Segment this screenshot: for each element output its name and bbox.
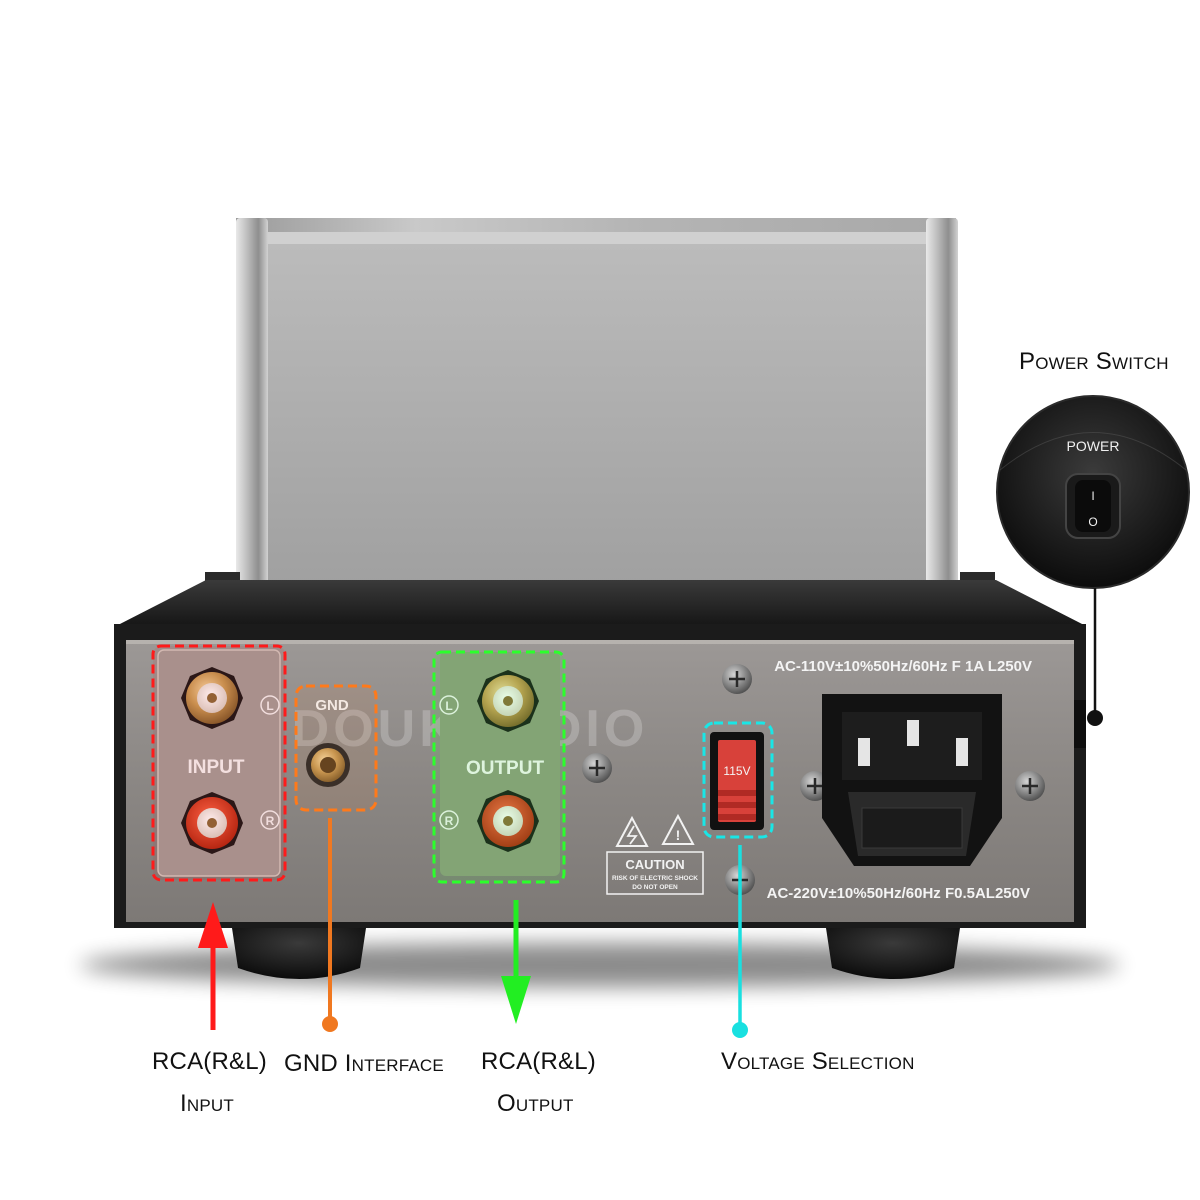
left-channel-marker	[260, 695, 280, 715]
iec-power-inlet	[822, 694, 1002, 866]
input-right-label: R	[266, 814, 275, 828]
rca-input-jacks: INPUT L R	[157, 649, 281, 877]
gnd-binding-post[interactable]	[306, 743, 350, 787]
power-switch-label: Power Switch	[1019, 348, 1169, 375]
gnd-label: GND	[315, 697, 349, 714]
output-jack-right[interactable]	[477, 790, 539, 852]
gnd-terminal: GND	[306, 697, 350, 787]
transformer-cover	[236, 218, 958, 638]
gnd-interface-label: GND Interface	[284, 1050, 444, 1077]
screw-icon	[1015, 771, 1045, 801]
output-right-marker	[439, 810, 459, 830]
voltage-callout-dot	[732, 1022, 748, 1038]
gnd-highlight-box	[294, 684, 378, 812]
voltage-selector-switch[interactable]: 115V	[710, 732, 764, 830]
screw-icon	[722, 664, 752, 694]
input-label: INPUT	[188, 757, 245, 778]
right-channel-marker	[260, 810, 280, 830]
switch-on-mark: I	[1091, 489, 1094, 503]
rca-input-label-line2: Input	[180, 1090, 234, 1117]
caution-line-2: DO NOT OPEN	[632, 884, 678, 891]
power-inset-label: POWER	[1067, 438, 1120, 454]
caution-line-1: RISK OF ELECTRIC SHOCK	[612, 875, 698, 882]
output-jack-left[interactable]	[477, 670, 539, 732]
rca-output-label-line1: RCA(R&L)	[481, 1048, 596, 1075]
output-label: OUTPUT	[466, 758, 545, 779]
voltage-selection-label: Voltage Selection	[721, 1048, 915, 1075]
voltage-highlight-box	[702, 721, 774, 839]
ac-110v-rating: AC-110V±10%50Hz/60Hz F 1A L250V	[774, 658, 1032, 675]
input-left-label: L	[266, 699, 273, 713]
power-callout-dot	[1087, 710, 1103, 726]
gnd-callout-dot	[322, 1016, 338, 1032]
screw-icon	[582, 753, 612, 783]
power-switch-inset: POWER I O	[996, 395, 1190, 589]
ac-220v-rating: AC-220V±10%50Hz/60Hz F0.5AL250V	[767, 885, 1030, 902]
caution-title: CAUTION	[625, 857, 684, 872]
output-left-label: L	[445, 699, 452, 713]
output-left-marker	[439, 695, 459, 715]
input-arrow-head	[198, 902, 228, 948]
voltage-value: 115V	[723, 764, 750, 778]
input-jack-right[interactable]	[181, 792, 243, 854]
exclamation-icon: !	[676, 827, 681, 843]
rca-output-jacks: OUTPUT L R	[439, 652, 560, 876]
caution-warning: ! CAUTION RISK OF ELECTRIC SHOCK DO NOT …	[606, 813, 704, 895]
lightning-icon	[626, 825, 638, 845]
input-highlight-box	[151, 644, 287, 882]
output-arrow-head	[501, 976, 531, 1024]
output-highlight-box	[432, 650, 566, 884]
output-right-label: R	[445, 814, 454, 828]
rca-output-label-line2: Output	[497, 1090, 574, 1117]
rubber-feet	[232, 928, 960, 979]
switch-off-mark: O	[1088, 515, 1097, 529]
rca-input-label-line1: RCA(R&L)	[152, 1048, 267, 1075]
callouts	[198, 588, 1103, 1038]
input-jack-left[interactable]	[181, 667, 243, 729]
power-rocker-switch[interactable]: I O	[1065, 473, 1121, 539]
